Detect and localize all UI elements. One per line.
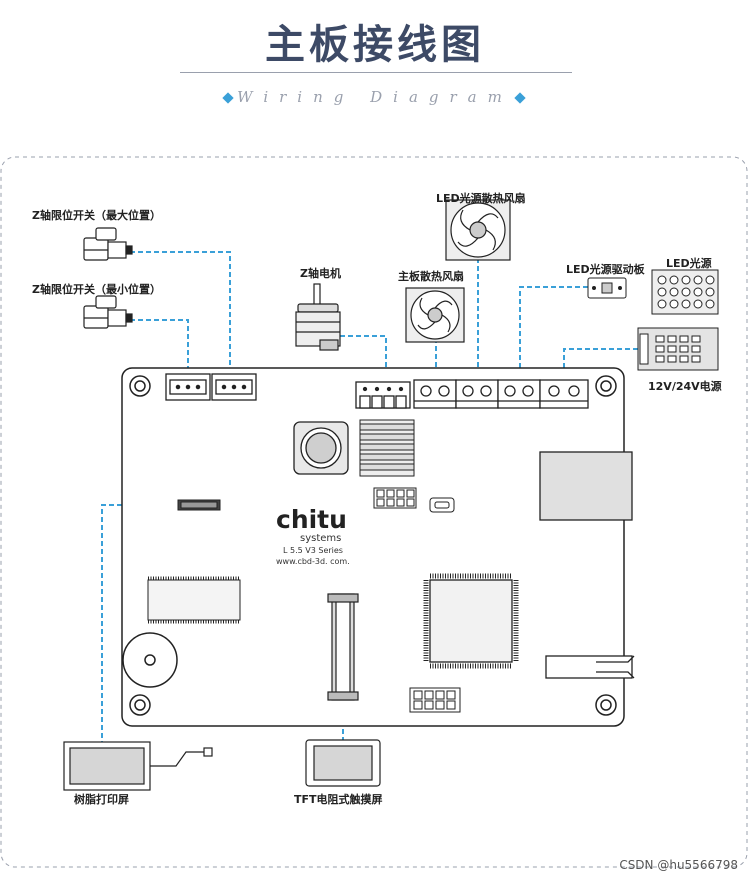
wire-z-limit-min [130, 319, 189, 374]
tft-connector [327, 593, 359, 701]
label-z-limit-min: Z轴限位开关（最小位置） [32, 283, 161, 296]
label-led-fan: LED光源散热风扇 [436, 192, 526, 205]
board-fan-icon [405, 287, 465, 343]
sd-card-slot [545, 655, 635, 679]
led-source-icon [651, 269, 719, 315]
pin-jumpers [373, 487, 455, 513]
main-mcu-chip [423, 573, 519, 669]
page-subtitle: Wiring Diagram [237, 88, 513, 106]
page-title: 主板接线图 [265, 22, 485, 68]
tft-screen-icon [305, 739, 381, 787]
label-led-source: LED光源 [666, 257, 712, 270]
pin-header [409, 687, 461, 713]
label-z-motor: Z轴电机 [300, 267, 341, 280]
board-brand-logo: chitu [276, 505, 347, 534]
z-limit-switch-min-icon [83, 295, 133, 329]
usb-port [539, 451, 633, 521]
board-brand-sub: systems [300, 533, 342, 544]
resin-screen-icon [63, 741, 213, 791]
board-website: www.cbd-3d. com. [276, 557, 350, 566]
mounting-holes [129, 375, 617, 716]
power-supply-icon [637, 327, 719, 371]
led-driver-board-icon [587, 277, 627, 299]
label-z-limit-max: Z轴限位开关（最大位置） [32, 209, 161, 222]
label-tft-screen: TFT电阻式触摸屏 [294, 793, 383, 806]
wire-led-driver [519, 286, 588, 384]
z-limit-switch-max-icon [83, 227, 133, 261]
z-motor-icon [295, 283, 341, 351]
diagram-frame [0, 156, 748, 868]
label-power: 12V/24V电源 [648, 380, 722, 393]
label-resin-screen: 树脂打印屏 [74, 793, 129, 806]
memory-chip [147, 576, 241, 624]
heatsink [359, 419, 415, 477]
board-model: L 5.5 V3 Series [283, 546, 343, 555]
screw-terminals [413, 379, 589, 409]
z-limit-connectors [165, 373, 257, 401]
label-led-driver: LED光源驱动板 [566, 263, 645, 276]
title-divider [180, 72, 572, 73]
watermark: CSDN @hu5566798 [619, 858, 738, 872]
inductor [293, 421, 349, 475]
wire-z-limit-max [130, 251, 231, 374]
label-board-fan: 主板散热风扇 [398, 270, 464, 283]
buzzer [122, 632, 178, 688]
resin-fpc-connector [177, 499, 221, 511]
z-motor-connector [355, 381, 411, 409]
led-fan-icon [445, 199, 511, 261]
